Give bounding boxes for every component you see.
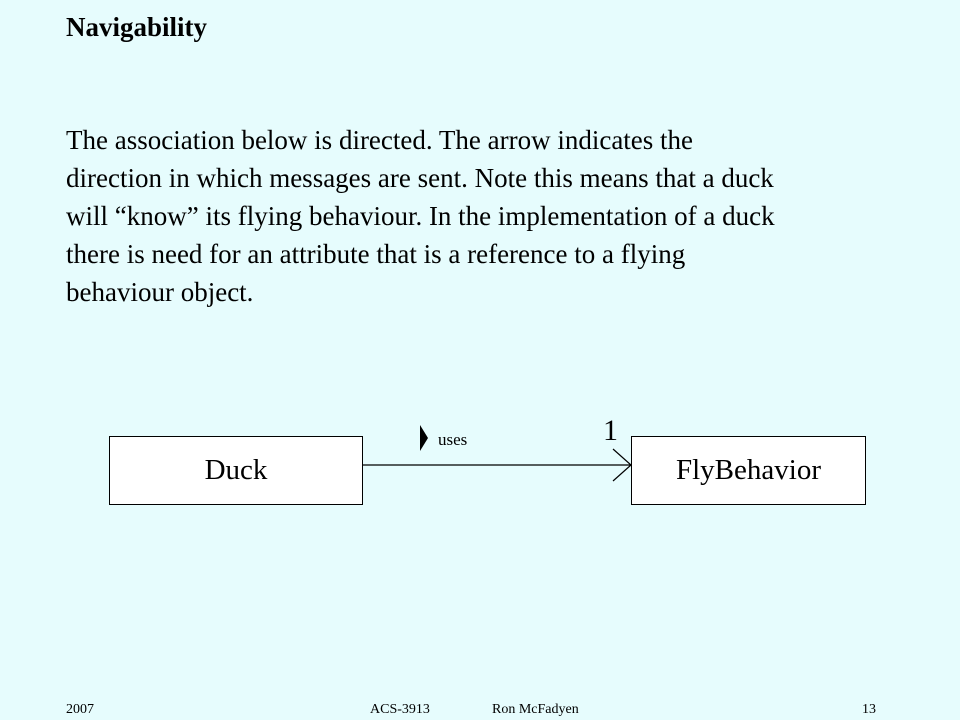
association-name-label: uses bbox=[438, 430, 468, 449]
class-box-duck[interactable]: Duck bbox=[109, 436, 363, 505]
slide-title: Navigability bbox=[66, 12, 208, 42]
footer-year: 2007 bbox=[66, 702, 94, 717]
body-line: behaviour object. bbox=[66, 277, 254, 307]
slide-body: The association below is directed. The a… bbox=[66, 121, 926, 311]
body-line: will “know” its flying behaviour. In the… bbox=[66, 201, 775, 231]
body-line: direction in which messages are sent. No… bbox=[66, 163, 774, 193]
target-multiplicity-label: 1 bbox=[603, 414, 618, 447]
class-name-flybehavior: FlyBehavior bbox=[676, 454, 821, 486]
body-line: The association below is directed. The a… bbox=[66, 125, 694, 155]
footer-course: ACS-3913 bbox=[370, 702, 430, 717]
footer-page-number: 13 bbox=[862, 702, 876, 717]
class-name-duck: Duck bbox=[204, 454, 268, 486]
class-box-flybehavior[interactable]: FlyBehavior bbox=[631, 436, 866, 505]
filled-triangle-right-icon bbox=[420, 425, 428, 451]
body-line: there is need for an attribute that is a… bbox=[66, 239, 686, 269]
footer-author: Ron McFadyen bbox=[492, 702, 579, 717]
